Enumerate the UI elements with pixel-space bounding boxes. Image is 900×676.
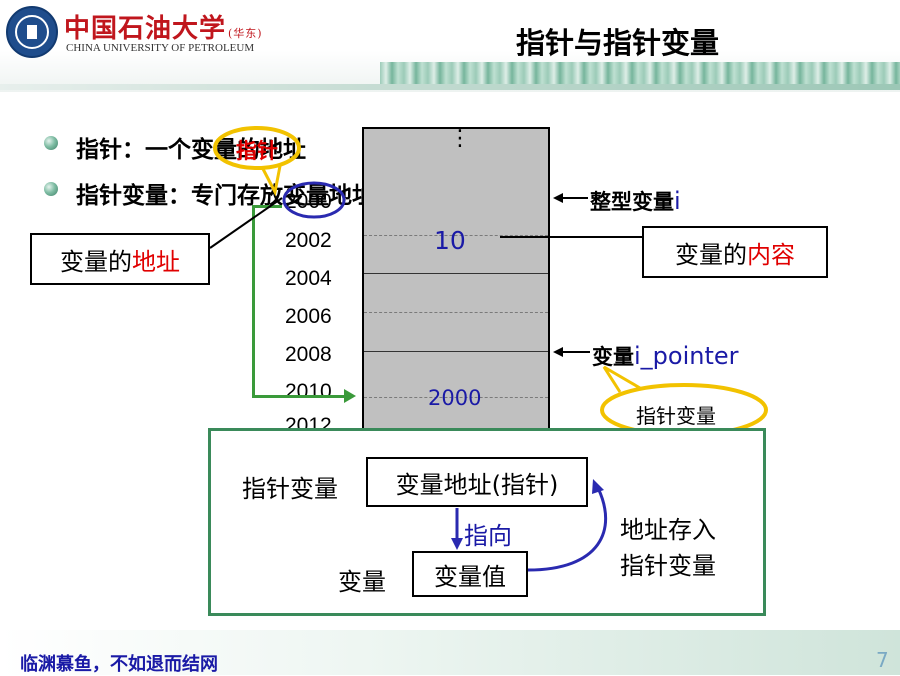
address-label: 2004	[285, 267, 332, 290]
memory-cell-divider	[364, 397, 548, 398]
pointer-bubble-label: 指针	[236, 139, 278, 163]
concept-pointer-variable-label: 指针变量	[242, 475, 338, 503]
concept-store-line2: 指针变量	[620, 552, 716, 580]
points-to-arrow-icon	[451, 538, 463, 550]
bullet-icon	[44, 182, 58, 196]
pointer-variable-bubble-label: 指针变量	[636, 404, 716, 428]
store-address-arrow-line	[527, 487, 608, 572]
footer-motto: 临渊慕鱼，不如退而结网	[20, 654, 218, 675]
pointer-bubble-tail	[260, 165, 282, 197]
ptr-var-arrow-icon	[553, 347, 563, 357]
slide-title: 指针与指针变量	[516, 26, 720, 60]
page-number: 7	[876, 648, 889, 672]
variable-address-callout-highlight: 地址	[132, 247, 180, 276]
variable-content-callout: 变量的内容	[642, 226, 828, 278]
concept-variable-box: 变量值	[412, 551, 528, 597]
memory-cell-divider	[364, 235, 548, 236]
logo-chinese: 中国石油大学(华东)	[64, 14, 263, 44]
address-label: 2002	[285, 229, 332, 252]
int-variable-name: i	[674, 187, 681, 215]
memory-cell-divider	[364, 351, 548, 352]
green-connector	[252, 395, 346, 398]
variable-content-callout-prefix: 变量的	[675, 240, 747, 269]
address-highlight-ellipse	[282, 181, 346, 219]
bullet-icon	[44, 136, 58, 150]
university-seal-icon	[6, 6, 58, 58]
green-arrow-icon	[344, 389, 356, 403]
memory-value-pointer: 2000	[428, 386, 482, 410]
address-label: 2006	[285, 305, 332, 328]
address-label: 2000	[285, 190, 332, 213]
header-decoration	[380, 62, 900, 84]
logo-chinese-suffix: (华东)	[228, 27, 263, 40]
logo-english: CHINA UNIVERSITY OF PETROLEUM	[66, 42, 255, 54]
memory-ellipsis: ⋮	[449, 126, 471, 151]
pointer-variable-name: i_pointer	[634, 342, 739, 370]
address-leader-line	[209, 197, 283, 249]
concept-points-to-label: 指向	[464, 522, 512, 550]
green-connector	[252, 205, 282, 208]
green-connector	[252, 205, 255, 398]
variable-address-callout-prefix: 变量的	[60, 247, 132, 276]
pointer-variable-bubble-tail	[602, 365, 641, 393]
pointer-bubble	[213, 126, 301, 170]
int-var-arrow-icon	[553, 193, 563, 203]
memory-cell-divider	[364, 312, 548, 313]
header-divider	[0, 84, 900, 90]
pointer-variable-label: 变量i_pointer	[592, 342, 739, 370]
concept-store-line1: 地址存入	[620, 516, 716, 544]
memory-cell-divider	[364, 273, 548, 274]
footer-band	[0, 630, 900, 675]
store-address-arrow-icon	[592, 479, 604, 494]
variable-address-callout: 变量的地址	[30, 233, 210, 285]
bullet-pointer-definition: 指针：一个变量的地址	[76, 137, 306, 163]
variable-content-callout-highlight: 内容	[747, 240, 795, 269]
int-variable-label: 整型变量i	[590, 187, 681, 215]
address-label: 2008	[285, 343, 332, 366]
concept-variable-label: 变量	[338, 568, 386, 596]
concept-pointer-box: 变量地址(指针)	[366, 457, 588, 507]
memory-value-i: 10	[434, 226, 466, 255]
